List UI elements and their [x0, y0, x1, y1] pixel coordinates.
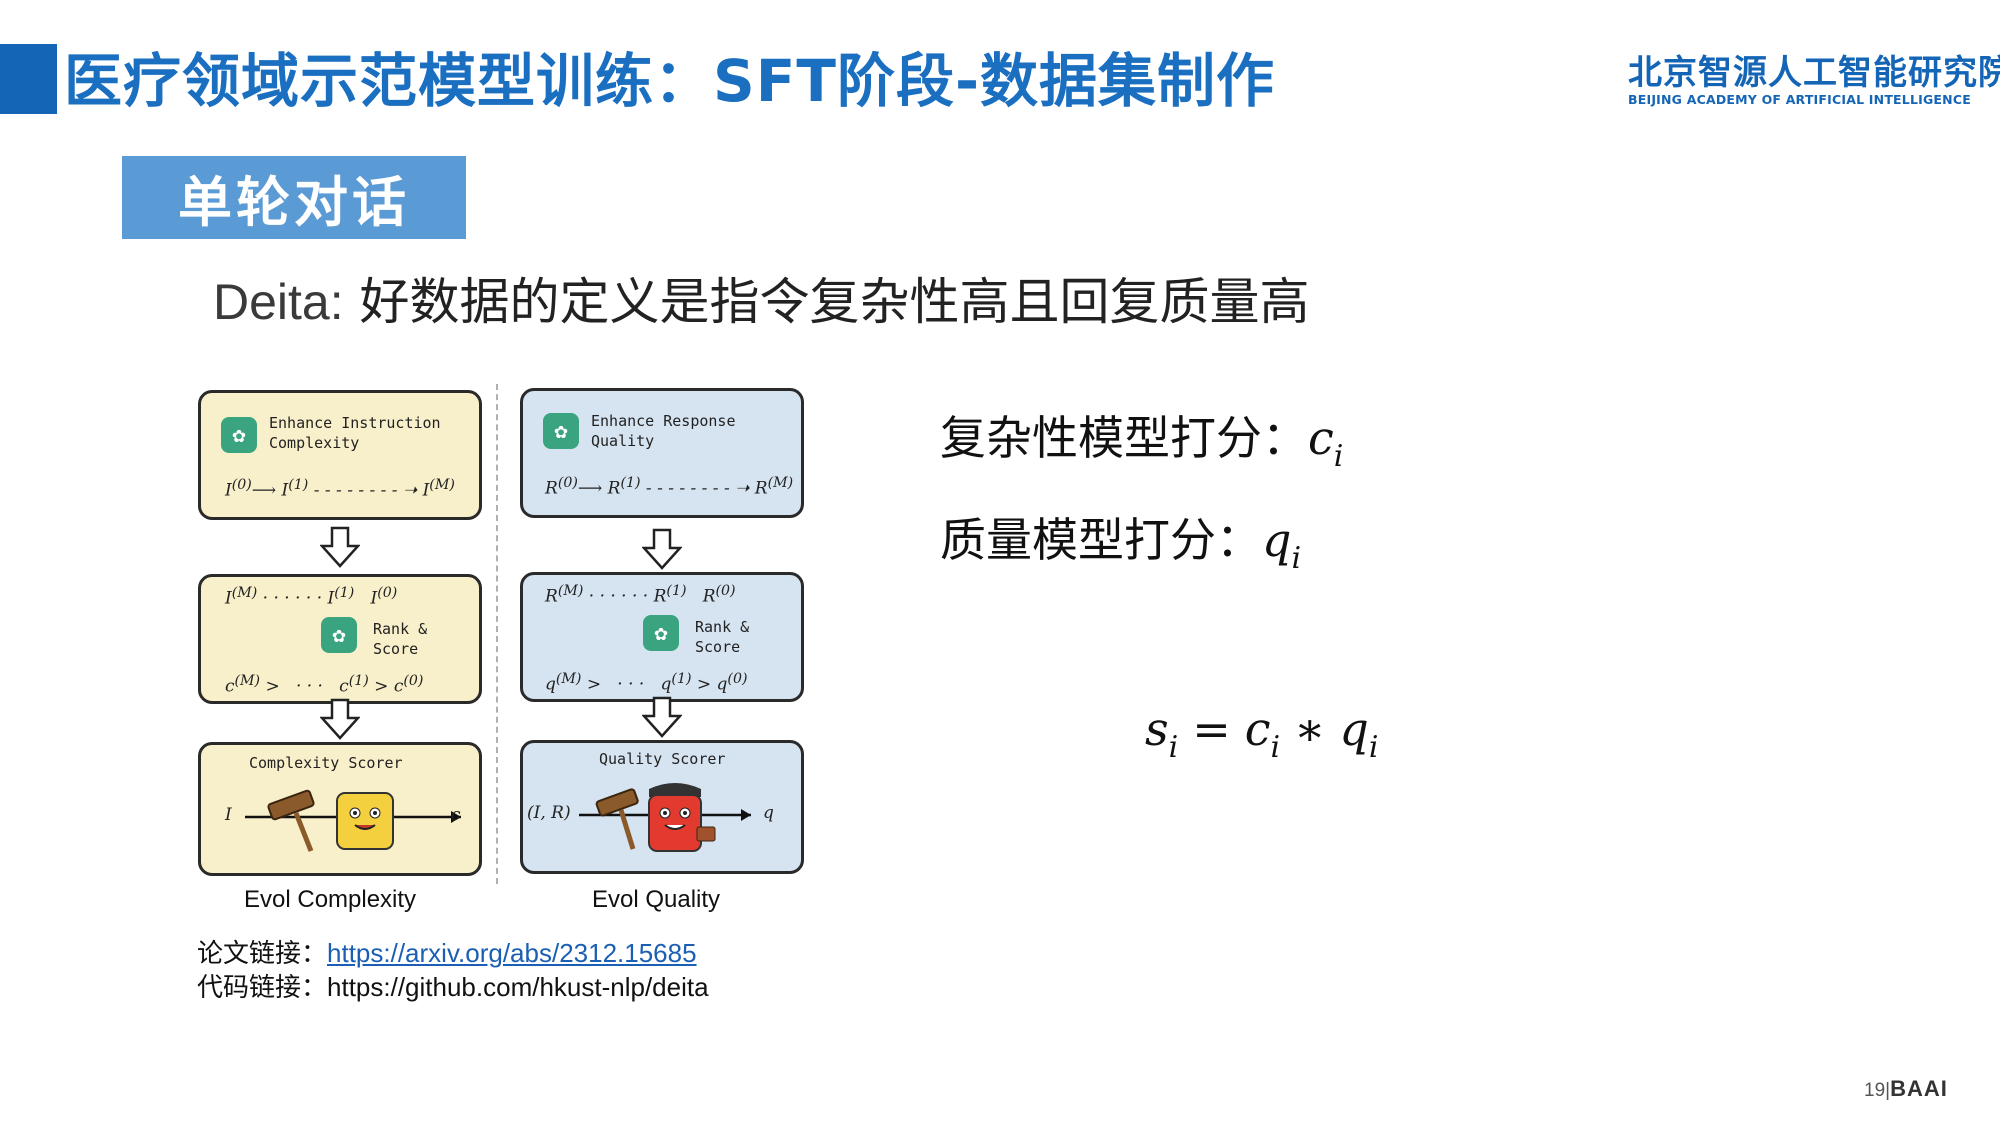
slide-title: 医疗领域示范模型训练：SFT阶段-数据集制作 [64, 47, 1276, 115]
slide-subtitle: Deita: 好数据的定义是指令复杂性高且回复质量高 [213, 262, 1310, 334]
code-link-label: 代码链接： [197, 972, 328, 1002]
down-arrow-icon [320, 698, 360, 740]
paper-link-row: 论文链接：https://arxiv.org/abs/2312.15685 [197, 936, 709, 970]
footer-brand: BAAI [1890, 1076, 1948, 1101]
enhance-label-line1: Enhance Response [591, 412, 736, 430]
enhance-label-line1: Enhance Instruction [269, 414, 441, 432]
quality-scorer-mascot-icon [579, 783, 751, 852]
combined-score-formula: si=ci∗qi [1145, 702, 1378, 765]
complexity-score-label: 复杂性模型打分： [940, 411, 1308, 465]
subscript-i: i [1291, 541, 1302, 576]
complexity-scorer-title: Complexity Scorer [249, 754, 403, 772]
formula-equals: = [1192, 702, 1231, 756]
scorer-input-symbol: I [225, 805, 232, 825]
complexity-scorer-mascot-icon [245, 789, 461, 852]
subtitle-text: 好数据的定义是指令复杂性高且回复质量高 [343, 273, 1310, 331]
openai-icon: ✿ [543, 413, 579, 449]
rank-complexity-box: I(M) · · · · · · I(1) I(0) ✿ Rank & Scor… [198, 574, 482, 704]
page-number: 19 [1864, 1080, 1886, 1101]
enhance-label-line2: Quality [591, 432, 655, 450]
subscript-i: i [1368, 730, 1379, 765]
paper-link[interactable]: https://arxiv.org/abs/2312.15685 [327, 938, 697, 968]
formula-q: q [1339, 702, 1369, 756]
subscript-i: i [1168, 730, 1179, 765]
instruction-chain: I(0)⟶ I(1) - - - - - - - - ➝ I(M) [225, 477, 455, 501]
title-accent-bar [0, 44, 57, 114]
complexity-symbol: c [1308, 411, 1334, 465]
baai-logo: 北京智源人工智能研究院 BEIJING ACADEMY OF ARTIFICIA… [1628, 53, 2000, 107]
page-footer: 19|BAAI [1864, 1076, 1948, 1102]
reference-links: 论文链接：https://arxiv.org/abs/2312.15685 代码… [197, 936, 709, 1004]
formula-s: s [1145, 702, 1169, 756]
formula-times: ∗ [1294, 702, 1326, 756]
complexity-score-chain: c(M) > · · · c(1) > c(0) [225, 673, 424, 697]
enhance-label-line2: Complexity [269, 434, 360, 452]
footer-separator: | [1885, 1080, 1891, 1101]
quality-scorer-title: Quality Scorer [599, 750, 726, 768]
quality-score-label: 质量模型打分： [940, 513, 1262, 567]
logo-chinese-name: 北京智源人工智能研究院 [1628, 53, 2000, 93]
evol-quality-caption: Evol Quality [592, 886, 721, 913]
subscript-i: i [1270, 730, 1281, 765]
openai-icon: ✿ [321, 617, 357, 653]
response-chain: R(0)⟶ R(1) - - - - - - - - ➝ R(M) [545, 475, 794, 499]
instruction-rank-chain: I(M) · · · · · · I(1) I(0) [225, 585, 398, 609]
subscript-i: i [1333, 439, 1344, 474]
deita-figure: ✿ Enhance Instruction Complexity I(0)⟶ I… [190, 380, 830, 920]
code-link-row: 代码链接：https://github.com/hkust-nlp/deita [197, 970, 709, 1004]
quality-symbol: q [1262, 513, 1292, 567]
paper-link-label: 论文链接： [197, 938, 328, 968]
down-arrow-icon [642, 528, 682, 570]
complexity-score-line: 复杂性模型打分：ci [940, 402, 1343, 474]
response-rank-chain: R(M) · · · · · · R(1) R(0) [545, 583, 736, 607]
down-arrow-icon [320, 526, 360, 568]
rank-quality-box: R(M) · · · · · · R(1) R(0) ✿ Rank & Scor… [520, 572, 804, 702]
scorer-output-symbol: c [451, 805, 461, 825]
openai-icon: ✿ [643, 615, 679, 651]
enhance-quality-box: ✿ Enhance Response Quality R(0)⟶ R(1) - … [520, 388, 804, 518]
rank-label-line2: Score [695, 638, 741, 656]
formula-c: c [1244, 702, 1271, 756]
quality-score-chain: q(M) > · · · q(1) > q(0) [545, 671, 748, 695]
section-tag: 单轮对话 [122, 156, 466, 239]
subtitle-lead: Deita: [213, 274, 344, 330]
enhance-complexity-box: ✿ Enhance Instruction Complexity I(0)⟶ I… [198, 390, 482, 520]
openai-icon: ✿ [221, 417, 257, 453]
rank-label-line1: Rank & [373, 620, 428, 638]
code-link: https://github.com/hkust-nlp/deita [327, 972, 709, 1002]
scorer-input-symbol: (I, R) [527, 803, 571, 823]
scorer-output-symbol: q [763, 803, 774, 823]
complexity-scorer-box: Complexity Scorer I c [198, 742, 482, 876]
evol-complexity-caption: Evol Complexity [244, 886, 417, 913]
quality-score-line: 质量模型打分：qi [940, 504, 1301, 576]
rank-label-line2: Score [373, 640, 419, 658]
down-arrow-icon [642, 696, 682, 738]
figure-divider [496, 384, 498, 884]
rank-label-line1: Rank & [695, 618, 750, 636]
logo-english-name: BEIJING ACADEMY OF ARTIFICIAL INTELLIGEN… [1628, 92, 1971, 107]
quality-scorer-box: Quality Scorer (I, R) q [520, 740, 804, 874]
